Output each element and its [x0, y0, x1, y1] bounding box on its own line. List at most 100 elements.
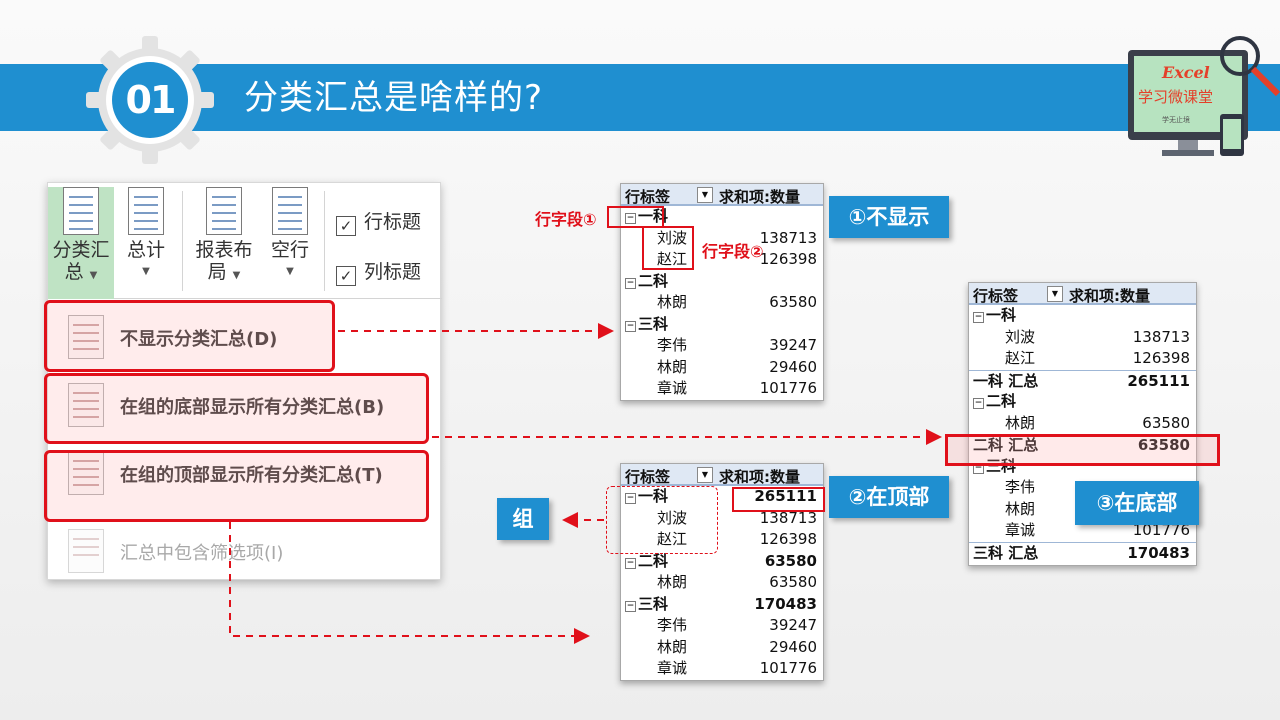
- menu-item-top-subtotals[interactable]: 在组的顶部显示所有分类汇总(T): [48, 441, 442, 505]
- collapse-icon[interactable]: −: [625, 557, 636, 569]
- blank-rows-label: 空行: [270, 239, 309, 261]
- row-label: 林朗: [657, 637, 688, 656]
- row-label: 章诚: [657, 659, 688, 677]
- row-value: 138713: [759, 228, 817, 247]
- collapse-icon[interactable]: −: [625, 493, 636, 504]
- label-at-top: ②在顶部: [829, 476, 949, 518]
- grand-total-label: 总计: [126, 239, 165, 261]
- highlight-bottom-subtotals: [44, 373, 429, 444]
- menu-item-include-filtered[interactable]: 汇总中包含筛选项(I): [48, 519, 442, 583]
- row-value: 126398: [1132, 349, 1190, 367]
- row-label: −三科: [625, 314, 669, 333]
- label-at-bottom: ③在底部: [1075, 481, 1199, 525]
- no-subtotals-icon: [68, 315, 104, 359]
- report-layout-icon: [206, 187, 242, 235]
- row-label: 林朗: [1005, 499, 1036, 518]
- excel-class-logo: Excel 学习微课堂 学无止境: [1128, 36, 1280, 156]
- row-label: −三科: [625, 594, 669, 613]
- filter-dropdown-icon[interactable]: ▼: [697, 467, 713, 483]
- row-label: −一科: [973, 306, 1017, 324]
- ribbon-panel: 分类汇 总 ▼ 总计 ▼ 报表布 局 ▼ 空行 ▼ ✓ 行标题 ✓列标题: [47, 182, 442, 583]
- row-value: 101776: [759, 379, 817, 397]
- group-row: −一科: [621, 206, 823, 228]
- row-label: −二科: [625, 551, 669, 570]
- row-label: −二科: [625, 271, 669, 290]
- bottom-subtotals-icon: [68, 383, 104, 427]
- collapse-icon[interactable]: −: [625, 320, 636, 332]
- row-field-1-label: 行字段①: [535, 210, 597, 229]
- row-labels-header: 行标签: [625, 188, 671, 206]
- row-value: 39247: [769, 616, 817, 634]
- row-value: 138713: [1132, 327, 1190, 346]
- row-label: 林朗: [657, 357, 688, 376]
- row-value: 170483: [1127, 543, 1190, 562]
- table-row: 林朗: [969, 499, 1196, 521]
- column-headers-checkbox[interactable]: ✓列标题: [336, 257, 421, 286]
- checkmark-icon: ✓: [336, 216, 356, 236]
- group-row: −一科: [969, 305, 1196, 327]
- divider: [182, 191, 183, 291]
- menu-label: 在组的底部显示所有分类汇总(B): [120, 397, 385, 418]
- row-headers-checkbox[interactable]: ✓ 行标题: [336, 207, 421, 236]
- row-value: 63580: [1137, 436, 1190, 454]
- collapse-icon[interactable]: −: [625, 277, 636, 289]
- row-value: 63580: [769, 573, 817, 591]
- collapse-icon[interactable]: −: [625, 600, 636, 612]
- collapse-icon[interactable]: −: [625, 213, 636, 224]
- row-field-1-box: [607, 206, 664, 228]
- grand-total-button[interactable]: 总计 ▼: [120, 187, 172, 283]
- chevron-down-icon: ▼: [286, 266, 294, 277]
- report-layout-button[interactable]: 报表布 局 ▼: [192, 187, 256, 287]
- chevron-down-icon: ▼: [89, 270, 98, 281]
- row-value: 265111: [1127, 371, 1190, 390]
- page-title: 分类汇总是啥样的?: [244, 78, 544, 118]
- highlight-no-subtotals: [44, 300, 335, 372]
- checkmark-icon: ✓: [336, 266, 356, 286]
- blank-rows-icon: [272, 187, 308, 235]
- logo-text-excel: Excel: [1161, 63, 1210, 82]
- label-group: 组: [497, 498, 549, 540]
- collapse-icon[interactable]: −: [973, 312, 984, 323]
- pivot-header: 行标签 ▼ 求和项:数量: [621, 184, 823, 206]
- subtotal-row: 三科 汇总 170483: [969, 541, 1196, 564]
- table-row: 林朗 29460: [621, 637, 823, 659]
- row-value: 29460: [769, 637, 817, 656]
- bottom-subtotal-box: [945, 434, 1220, 466]
- row-value: 101776: [1132, 521, 1190, 539]
- row-headers-label: 行标题: [364, 211, 422, 233]
- group-row: −二科: [621, 271, 823, 293]
- top-subtotals-icon: [68, 451, 104, 495]
- subtotal-button[interactable]: 分类汇 总 ▼: [48, 187, 114, 299]
- table-row: 刘波 138713: [621, 228, 823, 250]
- row-label: 章诚: [657, 379, 688, 397]
- filter-dropdown-icon[interactable]: ▼: [1047, 286, 1063, 302]
- row-label: 林朗: [657, 293, 688, 311]
- group-row: −三科: [621, 314, 823, 336]
- logo-text-class: 学习微课堂: [1138, 88, 1213, 106]
- collapse-icon[interactable]: −: [973, 398, 984, 409]
- menu-item-bottom-subtotals[interactable]: 在组的底部显示所有分类汇总(B): [48, 373, 442, 437]
- row-label: 刘波: [657, 228, 688, 247]
- filter-dropdown-icon[interactable]: ▼: [697, 187, 713, 203]
- sum-header: 求和项:数量: [719, 188, 800, 206]
- pivot-header: 行标签▼求和项:数量: [621, 464, 823, 486]
- row-value: 126398: [759, 530, 817, 548]
- row-label: 三科 汇总: [973, 543, 1039, 562]
- filter-icon: [68, 529, 104, 573]
- blank-rows-button[interactable]: 空行 ▼: [264, 187, 316, 283]
- menu-label: 汇总中包含筛选项(I): [120, 543, 284, 564]
- menu-item-no-subtotals[interactable]: 不显示分类汇总(D): [48, 305, 442, 369]
